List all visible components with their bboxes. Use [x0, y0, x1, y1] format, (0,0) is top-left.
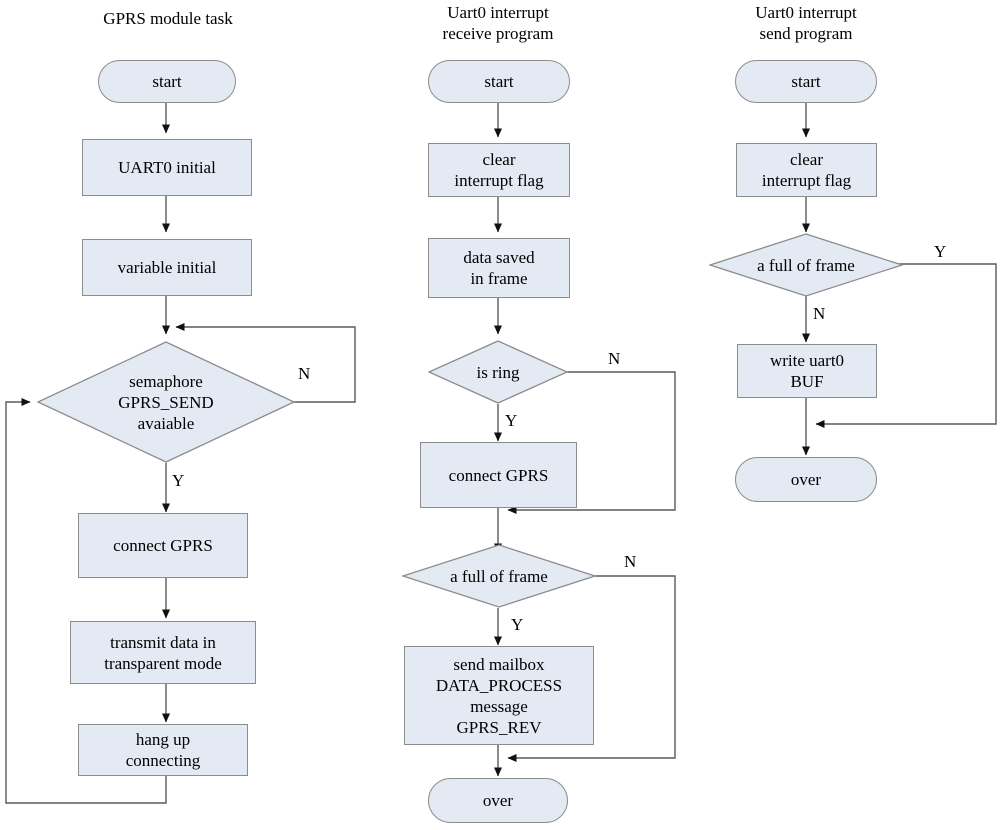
node-c3-write-uart0-buf[interactable]: write uart0 BUF — [737, 344, 877, 398]
edge-label-c2-full-frame-n: N — [624, 552, 637, 571]
diamond-shape — [709, 233, 903, 297]
node-c1-hang-up-connecting[interactable]: hang up connecting — [78, 724, 248, 776]
node-c1-connect-gprs[interactable]: connect GPRS — [78, 513, 248, 578]
node-c1-variable-initial[interactable]: variable initial — [82, 239, 252, 296]
edge-label-c2-full-frame-y: Y — [511, 615, 524, 634]
edge-label-c2-is-ring-n: N — [608, 349, 621, 368]
column-title-uart0-interrupt-receive-program: Uart0 interrupt receive program — [442, 3, 554, 43]
node-c3-a-full-of-frame-decision[interactable]: a full of frame — [709, 233, 903, 297]
column-title-gprs-module-task: GPRS module task — [103, 9, 233, 28]
diamond-shape — [402, 544, 596, 608]
diamond-shape — [428, 340, 568, 404]
node-c1-start[interactable]: start — [98, 60, 236, 103]
node-c2-send-mailbox[interactable]: send mailbox DATA_PROCESS message GPRS_R… — [404, 646, 594, 745]
node-c2-start[interactable]: start — [428, 60, 570, 103]
node-c3-start[interactable]: start — [735, 60, 877, 103]
node-c3-over[interactable]: over — [735, 457, 877, 502]
edge-label-c2-is-ring-y: Y — [505, 411, 518, 430]
node-c2-connect-gprs[interactable]: connect GPRS — [420, 442, 577, 508]
column-title-uart0-interrupt-send-program: Uart0 interrupt send program — [755, 3, 857, 43]
node-c1-semaphore-decision[interactable]: semaphore GPRS_SEND avaiable — [37, 341, 295, 463]
node-c3-clear-interrupt-flag[interactable]: clear interrupt flag — [736, 143, 877, 197]
edge-label-c1-semaphore-n: N — [298, 364, 311, 383]
node-c2-is-ring-decision[interactable]: is ring — [428, 340, 568, 404]
edge-label-c1-semaphore-y: Y — [172, 471, 185, 490]
node-c1-uart0-initial[interactable]: UART0 initial — [82, 139, 252, 196]
node-c2-clear-interrupt-flag[interactable]: clear interrupt flag — [428, 143, 570, 197]
node-c1-transmit-data[interactable]: transmit data in transparent mode — [70, 621, 256, 684]
node-c2-data-saved-in-frame[interactable]: data saved in frame — [428, 238, 570, 298]
edge-label-c3-full-frame-n: N — [813, 304, 826, 323]
diamond-shape — [37, 341, 295, 463]
node-c2-a-full-of-frame-decision[interactable]: a full of frame — [402, 544, 596, 608]
edge-label-c3-full-frame-y: Y — [934, 242, 947, 261]
node-c2-over[interactable]: over — [428, 778, 568, 823]
